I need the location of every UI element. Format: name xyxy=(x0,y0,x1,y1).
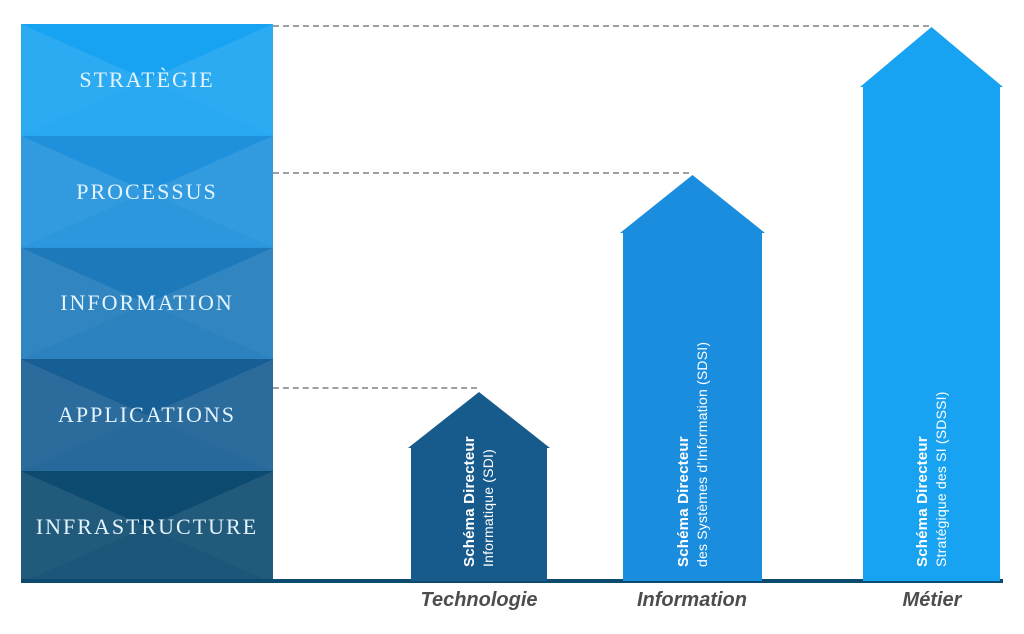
sd-arrow-sdi: Schéma Directeur Informatique (SDI) xyxy=(408,392,550,581)
layer-label-processus: PROCESSUS xyxy=(76,178,218,204)
layer-label-infrastructure: INFRASTRUCTURE xyxy=(35,514,259,540)
layer-label-information: INFORMATION xyxy=(60,290,234,316)
layer-band-infrastructure: INFRASTRUCTURE xyxy=(21,471,273,583)
layer-band-strategie: STRATÈGIE xyxy=(21,24,273,136)
arrow-title: Schéma Directeur xyxy=(913,436,931,567)
sd-arrow-sdsi: Schéma Directeur des Systèmes d’Informat… xyxy=(620,175,765,581)
sd-arrow-sdssi: Schéma Directeur Stratégique des SI (SDS… xyxy=(860,27,1003,581)
category-label-information: Information xyxy=(637,589,747,611)
layer-band-applications: APPLICATIONS xyxy=(21,359,273,472)
guide-line-strategie-level xyxy=(273,25,929,27)
layer-label-strategie: STRATÈGIE xyxy=(79,66,215,92)
layer-band-information: INFORMATION xyxy=(21,247,273,360)
arrow-subtitle: Informatique (SDI) xyxy=(480,449,496,567)
guide-line-applications-level xyxy=(273,387,477,389)
category-label-metier: Métier xyxy=(902,589,962,611)
arrow-label: Schéma Directeur Stratégique des SI (SDS… xyxy=(914,391,950,567)
layer-stack: STRATÈGIE PROCESSUS INFORMATION APPLICAT… xyxy=(21,24,273,583)
category-label-technologie: Technologie xyxy=(420,589,538,611)
arrow-subtitle: Stratégique des SI (SDSSI) xyxy=(932,391,949,567)
arrow-subtitle: des Systèmes d’Information (SDSI) xyxy=(693,341,710,567)
arrow-label: Schéma Directeur Informatique (SDI) xyxy=(461,436,497,567)
arrow-title: Schéma Directeur xyxy=(674,436,692,567)
guide-line-processus-level xyxy=(273,172,689,174)
layer-label-applications: APPLICATIONS xyxy=(57,402,237,428)
layer-band-processus: PROCESSUS xyxy=(21,135,273,248)
baseline xyxy=(21,579,1003,583)
arrow-title: Schéma Directeur xyxy=(461,436,478,567)
arrow-label: Schéma Directeur des Systèmes d’Informat… xyxy=(675,342,711,567)
